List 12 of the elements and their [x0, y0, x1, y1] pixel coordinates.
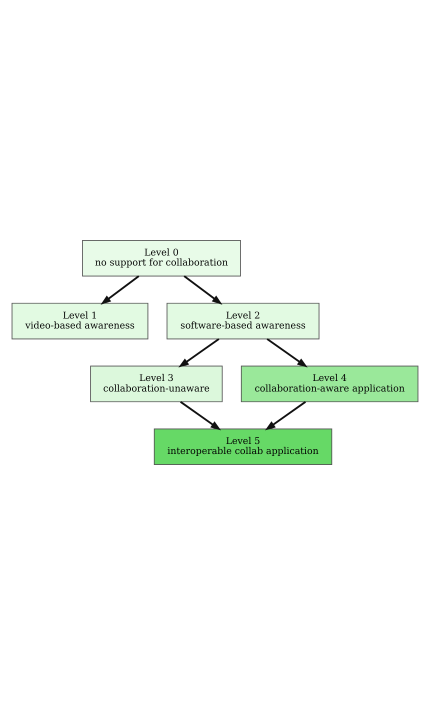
arrow — [180, 400, 222, 430]
arrow — [265, 400, 306, 430]
arrow — [266, 338, 308, 368]
arrow — [100, 274, 140, 304]
node-box: Level 2 software-based awareness — [166, 302, 320, 339]
arrow — [184, 274, 222, 304]
node-box: Level 4 collaboration-aware application — [240, 365, 418, 402]
node-box: Level 1 video-based awareness — [12, 302, 148, 339]
node-box: Level 0 no support for collaboration — [82, 239, 241, 276]
node-box: Level 5 interoperable collab application — [154, 428, 332, 465]
node-box: Level 3 collaboration-unaware — [90, 365, 223, 402]
arrow — [178, 338, 220, 368]
